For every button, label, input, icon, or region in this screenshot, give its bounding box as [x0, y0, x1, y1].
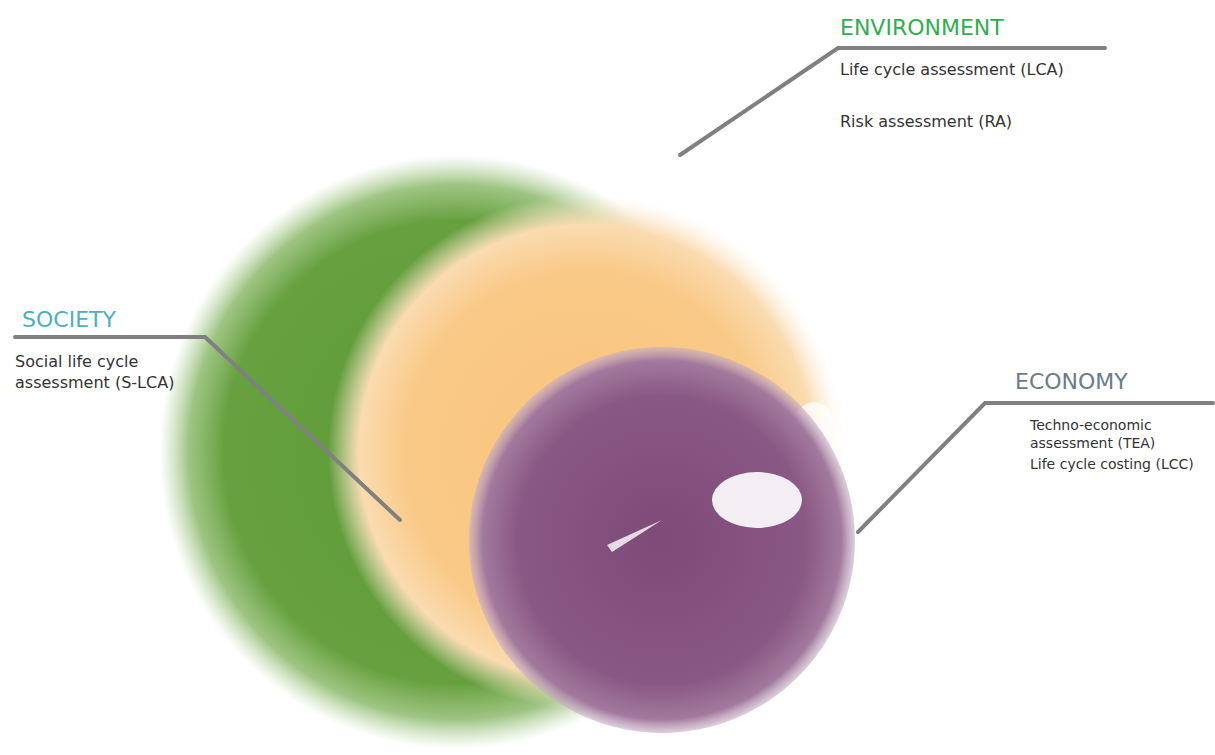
heading-label: ECONOMY	[1015, 368, 1211, 397]
method-label: Life cycle costing (LCC)	[1030, 455, 1210, 473]
leader-line	[15, 337, 400, 520]
leader-line	[680, 48, 1105, 155]
economy-circle: ECONOMYTechno-economic assessment (TEA)L…	[469, 347, 855, 733]
economy-circle-shape	[469, 347, 855, 733]
society-circle: SOCIETYSocial life cycle assessment (S-L…	[328, 194, 844, 710]
method-label: Social life cycle assessment (S-LCA)	[15, 352, 207, 394]
heading-label: SOCIETY	[22, 306, 222, 335]
environment-circle: ENVIRONMENTLife cycle assessment (LCA)Ri…	[159, 155, 753, 749]
method-label: Techno-economic assessment (TEA)	[1030, 416, 1210, 452]
method-label: Risk assessment (RA)	[840, 112, 1140, 133]
leader-line	[858, 403, 1213, 532]
method-label: Life cycle assessment (LCA)	[840, 60, 1090, 81]
heading-label: ENVIRONMENT	[840, 14, 1140, 43]
highlight	[712, 472, 802, 528]
highlight	[607, 520, 662, 552]
economy-circle-fill	[469, 347, 855, 733]
